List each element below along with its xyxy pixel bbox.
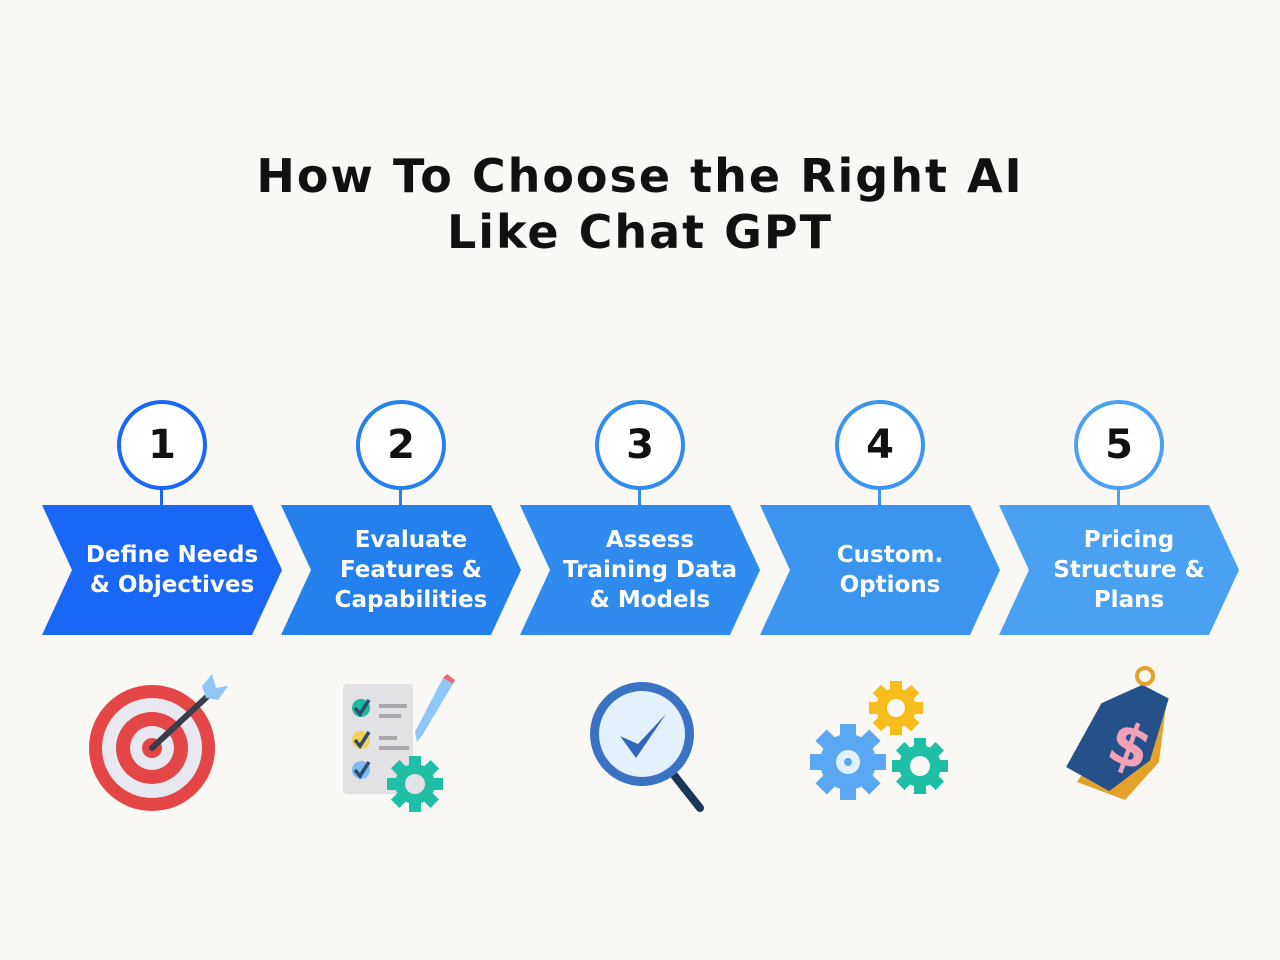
step-label: Pricing Structure & Plans <box>1053 527 1205 613</box>
step-number-badge: 5 <box>1074 400 1164 490</box>
step-2: 2 Evaluate Features & Capabilities <box>281 398 521 818</box>
step-number-badge: 4 <box>835 400 925 490</box>
step-1: 1 Define Needs & Objectives <box>42 398 282 818</box>
step-label: Evaluate Features & Capabilities <box>334 527 488 613</box>
magnifier-check-icon <box>590 682 704 812</box>
target-icon <box>89 674 228 811</box>
connector <box>1117 486 1120 506</box>
step-chevron: Evaluate Features & Capabilities <box>281 505 521 635</box>
step-number-badge: 1 <box>117 400 207 490</box>
connector <box>638 486 641 506</box>
step-chevron: Assess Training Data & Models <box>520 505 760 635</box>
price-tag-icon: $ <box>1066 666 1169 800</box>
connector <box>160 486 163 506</box>
step-3: 3 Assess Training Data & Models <box>520 398 760 818</box>
step-number-badge: 2 <box>356 400 446 490</box>
step-4: 4 Custom. Options <box>760 398 1000 818</box>
title-line-1: How To Choose the Right AI <box>256 149 1024 203</box>
step-5: 5 Pricing Structure & Plans $ <box>999 398 1239 818</box>
step-label: Define Needs & Objectives <box>85 542 259 598</box>
step-number-badge: 3 <box>595 400 685 490</box>
step-label: Assess Training Data & Models <box>562 527 738 613</box>
step-label: Custom. Options <box>836 542 944 598</box>
connector <box>878 486 881 506</box>
connector <box>399 486 402 506</box>
step-chevron: Custom. Options <box>760 505 1000 635</box>
step-chevron: Define Needs & Objectives <box>42 505 282 635</box>
gears-icon <box>810 681 948 800</box>
title-line-2: Like Chat GPT <box>446 205 834 259</box>
checklist-gear-icon <box>343 674 455 812</box>
page-title: How To Choose the Right AI Like Chat GPT <box>0 148 1280 260</box>
step-chevron: Pricing Structure & Plans <box>999 505 1239 635</box>
